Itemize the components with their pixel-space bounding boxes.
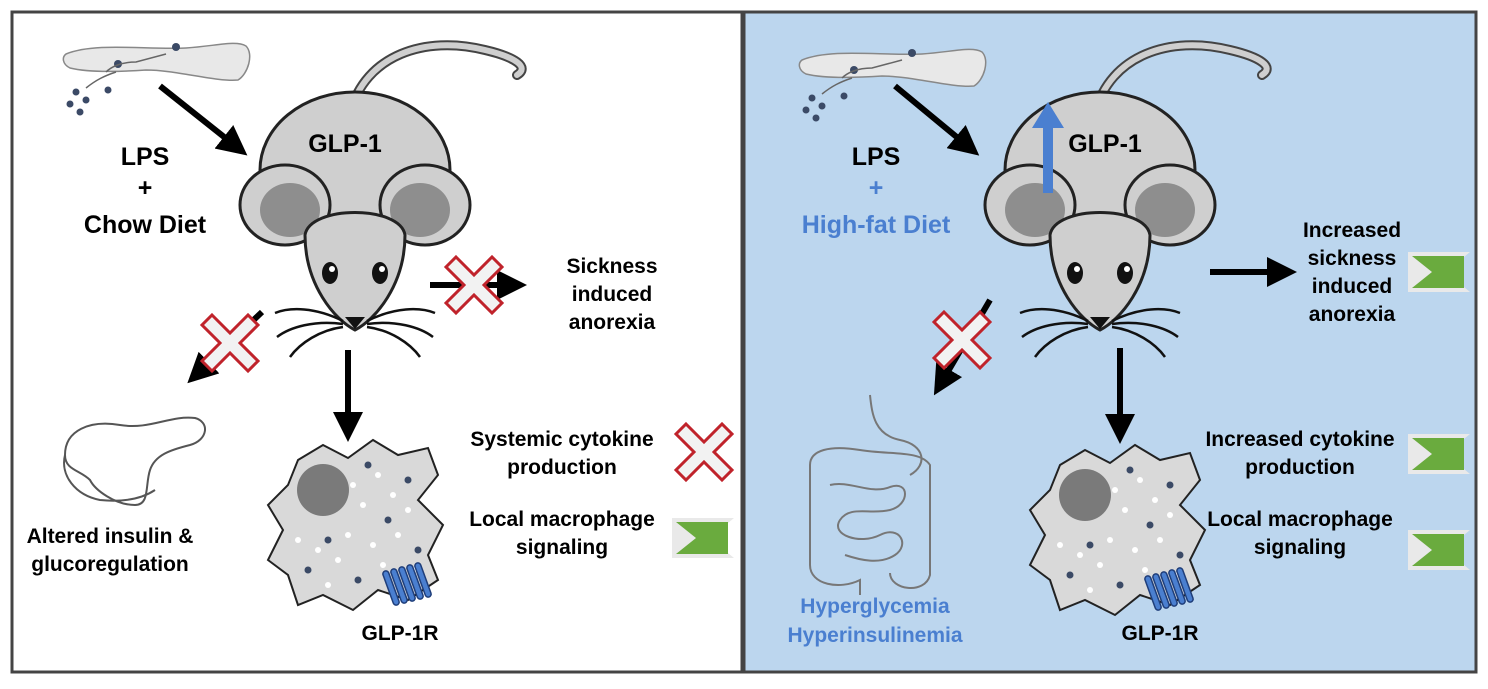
macrophage-line-1: Local macrophage (1207, 508, 1393, 531)
pancreas-line-2: glucoregulation (31, 553, 189, 576)
sickness-line-1: Sickness (566, 255, 657, 278)
receptor-label: GLP-1R (361, 622, 438, 645)
lps-label: LPS (121, 143, 170, 171)
mouse-glp1-label: GLP-1 (308, 130, 382, 158)
sickness-line-2: sickness (1308, 247, 1397, 270)
sickness-line-3: induced (1312, 275, 1393, 298)
lps-to-mouse-arrow (158, 83, 248, 156)
macrophage-line-2: signaling (1254, 536, 1346, 559)
plus-label: + (138, 174, 153, 202)
lps-label: LPS (852, 143, 901, 171)
sickness-line-4: anorexia (1309, 303, 1396, 326)
sickness-line-2: induced (572, 283, 653, 306)
cytokine-line-1: Systemic cytokine (470, 428, 653, 451)
intestine-icon (809, 394, 931, 595)
green-chevron-icon (1408, 252, 1470, 292)
receptor-label: GLP-1R (1121, 622, 1198, 645)
sickness-line-3: anorexia (569, 311, 656, 334)
mouse-glp1-label: GLP-1 (1068, 130, 1142, 158)
cytokine-line-2: production (1245, 456, 1355, 479)
macrophage-line-1: Local macrophage (469, 508, 655, 531)
gut-line-2: Hyperinsulinemia (787, 624, 962, 647)
green-chevron-icon (1408, 434, 1470, 474)
cytokine-line-1: Increased cytokine (1205, 428, 1394, 451)
gut-line-1: Hyperglycemia (800, 595, 950, 618)
pancreas-icon (63, 416, 206, 507)
left-panel: LPS + Chow Diet GLP-1 Sickness induced a… (10, 10, 744, 674)
right-panel: LPS + High-fat Diet GLP-1 Increased sick… (742, 10, 1478, 674)
lps-to-mouse-arrow (893, 83, 980, 156)
pancreas-line-1: Altered insulin & (27, 525, 194, 548)
diet-label: High-fat Diet (802, 211, 951, 239)
diet-label: Chow Diet (84, 211, 207, 239)
macrophage-line-2: signaling (516, 536, 608, 559)
green-chevron-icon (672, 518, 734, 558)
plus-label: + (869, 174, 884, 202)
up-arrow-icon (1032, 102, 1064, 193)
green-chevron-icon (1408, 530, 1470, 570)
sickness-line-1: Increased (1303, 219, 1401, 242)
cytokine-line-2: production (507, 456, 617, 479)
